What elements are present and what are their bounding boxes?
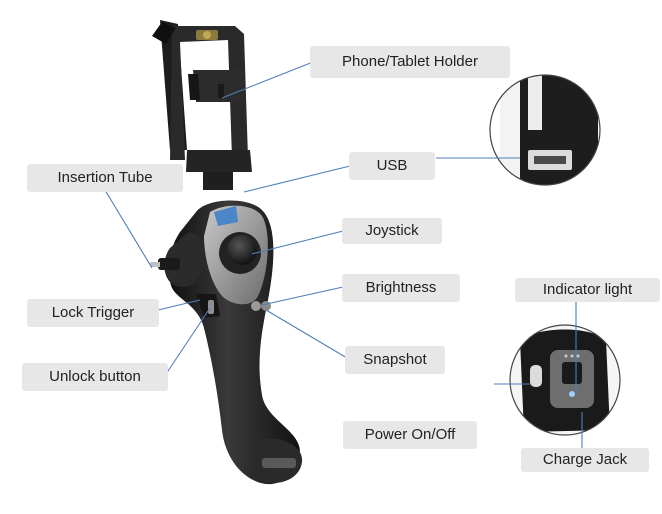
- charge-port-icon: [562, 362, 582, 384]
- snapshot-button: [261, 301, 271, 311]
- joystick-knob: [227, 235, 257, 265]
- label-indicator-light: Indicator light: [515, 278, 660, 302]
- leader-insertion: [105, 190, 152, 268]
- label-charge-jack: Charge Jack: [521, 448, 649, 472]
- label-snapshot: Snapshot: [345, 346, 445, 374]
- label-brightness: Brightness: [342, 274, 460, 302]
- label-lock-trigger: Lock Trigger: [27, 299, 159, 327]
- indicator-light-icon: [569, 391, 575, 397]
- brightness-button: [251, 301, 261, 311]
- usb-inset: [490, 70, 620, 200]
- leader-brightness: [262, 287, 343, 305]
- grip-ridge: [262, 458, 296, 468]
- label-power: Power On/Off: [343, 421, 477, 449]
- label-unlock-button: Unlock button: [22, 363, 168, 391]
- charge-jack-inset: [505, 320, 625, 450]
- label-phone-holder: Phone/Tablet Holder: [310, 46, 510, 78]
- label-insertion-tube: Insertion Tube: [27, 164, 183, 192]
- unlock-button: [208, 300, 214, 314]
- leader-snapshot: [266, 310, 347, 358]
- label-usb: USB: [349, 152, 435, 180]
- label-joystick: Joystick: [342, 218, 442, 244]
- leader-usb-body: [244, 166, 350, 192]
- screw-icon: [203, 31, 211, 39]
- leader-unlock: [166, 308, 210, 374]
